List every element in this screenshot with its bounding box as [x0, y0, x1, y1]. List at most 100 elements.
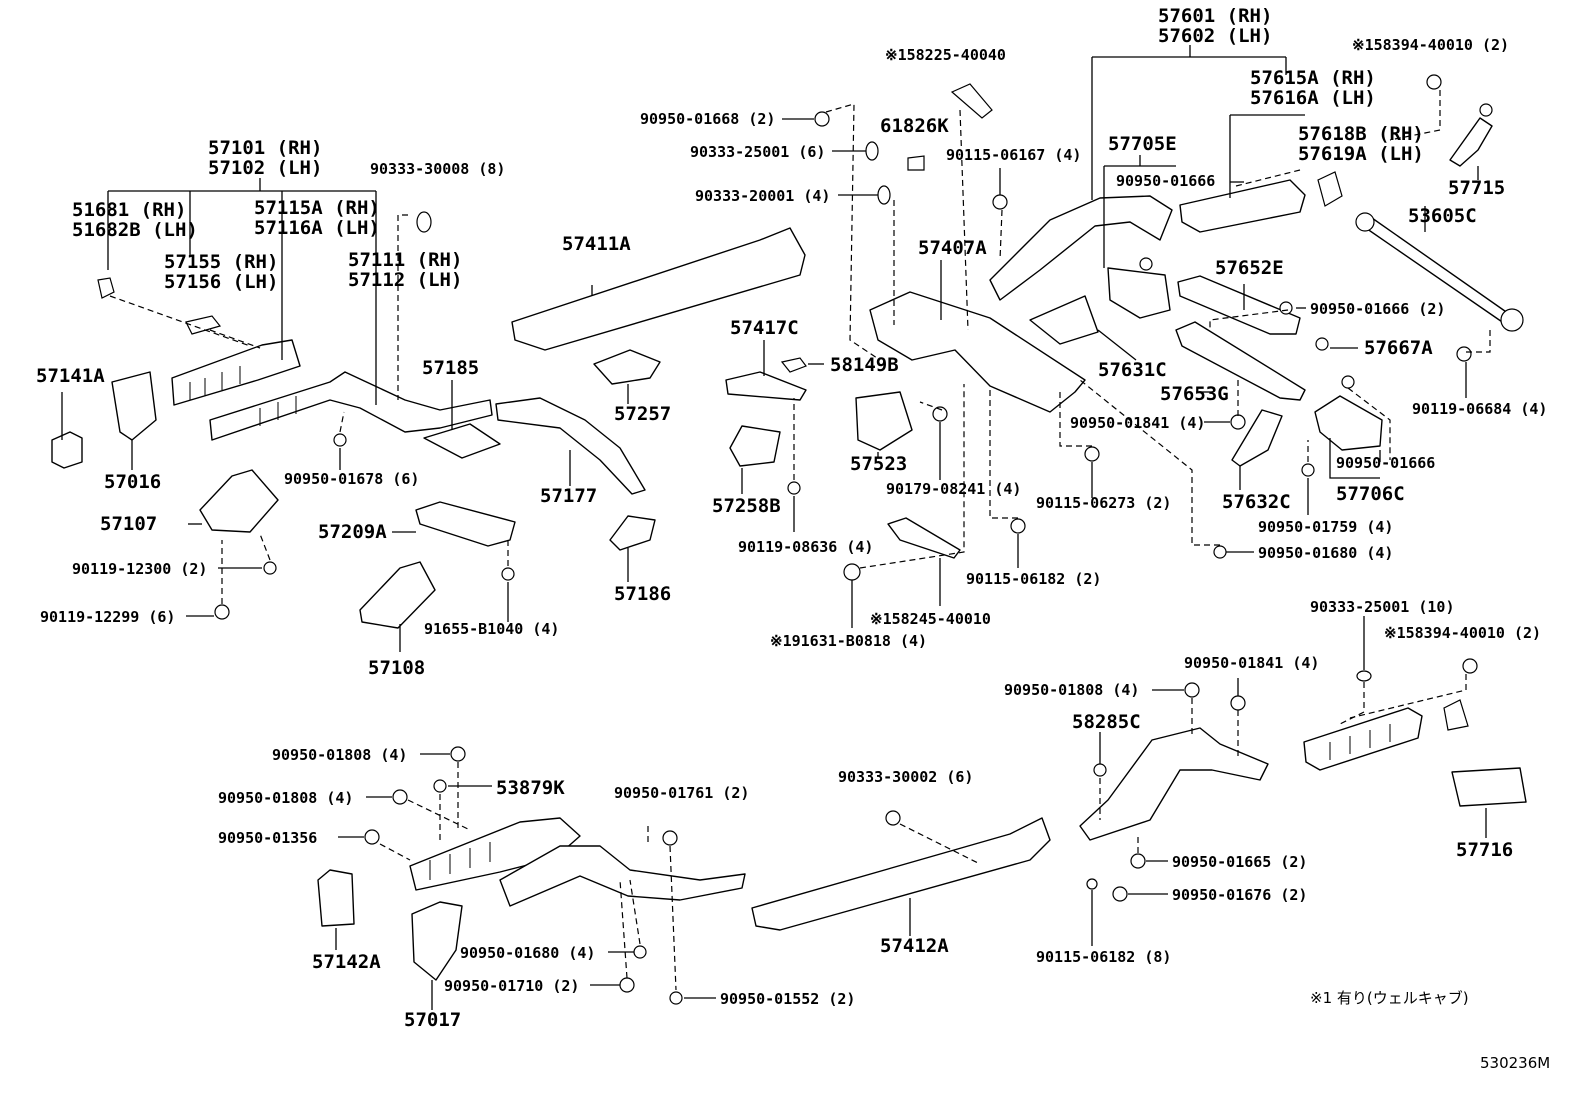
label-57631C: 57631C [1098, 359, 1167, 381]
member-57705E-shape [1107, 267, 1171, 319]
label-57115A: 57115A (RH) [254, 197, 380, 219]
bracket-57186-shape [609, 515, 656, 551]
label-51682B: 51682B (LH) [72, 219, 198, 241]
label-57706C: 57706C [1336, 483, 1405, 505]
label-57156: 57156 (LH) [164, 271, 278, 293]
label-57411A: 57411A [562, 233, 631, 255]
label-90333-25001-b: 90333-25001 (10) [1310, 598, 1455, 616]
label-57619A: 57619A (LH) [1298, 143, 1424, 165]
label-90950-01678: 90950-01678 (6) [284, 470, 419, 488]
plug-58149B-shape [780, 357, 807, 373]
label-90950-01759: 90950-01759 (4) [1258, 518, 1393, 536]
label-90119-12299: 90119-12299 (6) [40, 608, 175, 626]
label-57417C: 57417C [730, 317, 799, 339]
label-90950-01665: 90950-01665 (2) [1172, 853, 1307, 871]
label-90333-25001-a: 90333-25001 (6) [690, 143, 825, 161]
label-57209A: 57209A [318, 521, 387, 543]
bracket-57618B-shape [1317, 171, 1343, 207]
label-58149B: 58149B [830, 354, 899, 376]
label-90119-06684: 90119-06684 (4) [1412, 400, 1547, 418]
label-90950-01808-b: 90950-01808 (4) [272, 746, 407, 764]
label-57177: 57177 [540, 485, 597, 507]
label-90115-06273: 90115-06273 (2) [1036, 494, 1171, 512]
label-90333-30002: 90333-30002 (6) [838, 768, 973, 786]
label-90119-08636: 90119-08636 (4) [738, 538, 873, 556]
label-90950-01552: 90950-01552 (2) [720, 990, 855, 1008]
label-57111: 57111 (RH) [348, 249, 462, 271]
label-57258B: 57258B [712, 495, 781, 517]
label-57116A: 57116A (LH) [254, 217, 380, 239]
label-90950-01761: 90950-01761 (2) [614, 784, 749, 802]
label-158225: ※158225-40040 [885, 46, 1006, 64]
bracket-57017-shape [411, 901, 463, 981]
label-57705E: 57705E [1108, 133, 1177, 155]
bracket-57108-shape [359, 561, 436, 629]
label-57716: 57716 [1456, 839, 1513, 861]
label-57016: 57016 [104, 471, 161, 493]
bracket-57715-shape [1449, 117, 1493, 167]
label-57155: 57155 (RH) [164, 251, 278, 273]
label-57108: 57108 [368, 657, 425, 679]
member-lower-right-shape [1303, 707, 1423, 771]
label-57017: 57017 [404, 1009, 461, 1031]
label-57407A: 57407A [918, 237, 987, 259]
member-57652E-shape [1177, 275, 1301, 335]
label-90950-01808-a: 90950-01808 (4) [1004, 681, 1139, 699]
label-191631: ※191631-B0818 (4) [770, 632, 927, 650]
bracket-57716-shape [1451, 767, 1527, 807]
label-57185: 57185 [422, 357, 479, 379]
label-90179-08241: 90179-08241 (4) [886, 480, 1021, 498]
side-member-57601-shape [989, 195, 1173, 301]
label-90950-01666-a: 90950-01666 [1116, 172, 1215, 190]
part-labels: 57601 (RH) 57602 (LH) ※158394-40010 (2) … [36, 5, 1547, 1031]
label-57112: 57112 (LH) [348, 269, 462, 291]
label-90950-01666-b: 90950-01666 (2) [1310, 300, 1445, 318]
label-51681: 51681 (RH) [72, 199, 186, 221]
label-53879K: 53879K [496, 777, 565, 799]
bracket-57258B-shape [729, 425, 781, 467]
label-90333-30008: 90333-30008 (8) [370, 160, 505, 178]
label-57523: 57523 [850, 453, 907, 475]
label-90950-01841-a: 90950-01841 (4) [1070, 414, 1205, 432]
member-57653G-shape [1175, 321, 1306, 401]
crossmember-57407A-shape [869, 291, 1086, 413]
bracket-57632C-shape [1231, 409, 1283, 467]
bracket-57141A-shape [51, 431, 83, 469]
diagram-id: 530236M [1480, 1054, 1550, 1072]
leader-lines [61, 45, 1487, 1010]
label-57615A: 57615A (RH) [1250, 67, 1376, 89]
side-member-bracket-57115A-shape [171, 339, 301, 406]
clip-51681-shape [97, 277, 115, 299]
label-90115-06167: 90115-06167 (4) [946, 146, 1081, 164]
rocker-panel-57412A-shape [751, 817, 1051, 931]
bracket-57155-shape [185, 315, 222, 335]
label-57257: 57257 [614, 403, 671, 425]
label-90950-01841-b: 90950-01841 (4) [1184, 654, 1319, 672]
member-57177-shape [495, 397, 646, 495]
label-90950-01680-a: 90950-01680 (4) [1258, 544, 1393, 562]
label-57616A: 57616A (LH) [1250, 87, 1376, 109]
bracket-57417C-shape [725, 371, 807, 401]
plate-57185-shape [423, 423, 501, 459]
bracket-57016-shape [111, 371, 157, 441]
fastener-symbols [214, 74, 1493, 1005]
label-57602: 57602 (LH) [1158, 25, 1272, 47]
label-57142A: 57142A [312, 951, 381, 973]
part-illustrations [51, 74, 1527, 1005]
bracket-158245-shape [887, 517, 961, 559]
label-90950-01666-c: 90950-01666 [1336, 454, 1435, 472]
label-90950-01668: 90950-01668 (2) [640, 110, 775, 128]
bracket-57209A-shape [415, 501, 516, 547]
label-158394-b: ※158394-40010 (2) [1384, 624, 1541, 642]
label-57632C: 57632C [1222, 491, 1291, 513]
label-90950-01680-b: 90950-01680 (4) [460, 944, 595, 962]
label-90950-01676: 90950-01676 (2) [1172, 886, 1307, 904]
label-90115-06182-a: 90115-06182 (2) [966, 570, 1101, 588]
label-57412A: 57412A [880, 935, 949, 957]
label-57102: 57102 (LH) [208, 157, 322, 179]
footnote-text: ※1 有り(ウェルキャブ) [1310, 989, 1469, 1007]
label-158245: ※158245-40010 [870, 610, 991, 628]
member-57615A-shape [1179, 179, 1306, 233]
